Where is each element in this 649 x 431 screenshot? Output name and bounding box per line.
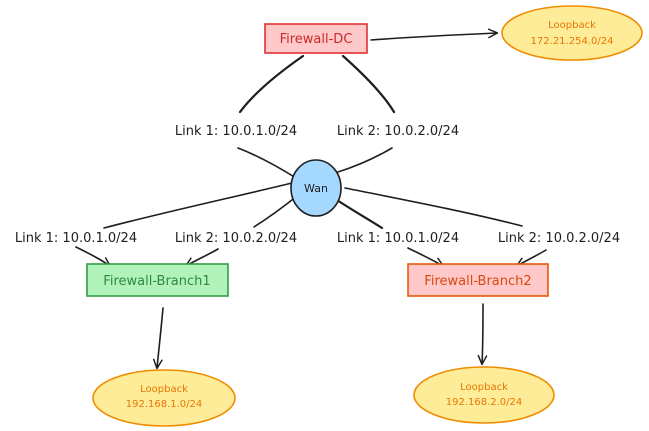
loopback-dc[interactable]: Loopback 172.21.254.0/24: [501, 5, 643, 61]
edge-dc-link2-upper: [341, 54, 396, 114]
edge-wan-b2-link2: [344, 187, 523, 227]
label-b2-link1: Link 1: 10.0.1.0/24: [337, 231, 459, 246]
edge-wan-b1-link2: [253, 195, 298, 228]
edge-wan-b1-link1-arrow: [75, 246, 112, 267]
node-wan-circle: [290, 159, 342, 217]
edge-dc-loopback-arrow: [370, 28, 499, 41]
label-b1-link1: Link 1: 10.0.1.0/24: [15, 231, 137, 246]
label-dc-link2: Link 2: 10.0.2.0/24: [337, 124, 459, 139]
label-b2-link2: Link 2: 10.0.2.0/24: [498, 231, 620, 246]
node-firewall-branch1-box: [86, 263, 229, 297]
node-firewall-branch1-label: Firewall-Branch1: [103, 274, 210, 289]
edge-dc-link1-lower: [237, 147, 297, 179]
node-firewall-branch2-label: Firewall-Branch2: [424, 274, 531, 289]
loopback-branch2[interactable]: Loopback 192.168.2.0/24: [413, 366, 555, 424]
edge-b1-loopback-arrow: [152, 307, 164, 370]
loopback-branch1[interactable]: Loopback 192.168.1.0/24: [92, 369, 236, 427]
edge-dc-link2-lower: [337, 147, 393, 173]
node-firewall-branch1[interactable]: Firewall-Branch1: [86, 263, 229, 297]
node-firewall-dc[interactable]: Firewall-DC: [264, 23, 368, 54]
loopback-dc-subnet: 172.21.254.0/24: [531, 36, 614, 47]
loopback-branch2-title: Loopback: [460, 382, 508, 393]
edge-b2-loopback-arrow: [477, 303, 488, 366]
loopback-dc-title: Loopback: [548, 20, 596, 31]
edge-wan-b1-link1: [103, 182, 293, 229]
node-firewall-branch2-box: [407, 263, 549, 297]
label-b1-link2: Link 2: 10.0.2.0/24: [175, 231, 297, 246]
edge-wan-b2-link1: [335, 198, 384, 230]
loopback-branch1-ellipse: [92, 369, 236, 427]
node-wan-label: Wan: [304, 182, 328, 195]
loopback-branch2-ellipse: [413, 366, 555, 424]
node-wan[interactable]: Wan: [290, 159, 342, 217]
node-firewall-dc-box: [264, 23, 368, 54]
loopback-branch2-subnet: 192.168.2.0/24: [446, 397, 523, 408]
loopback-branch1-subnet: 192.168.1.0/24: [126, 399, 203, 410]
node-firewall-dc-label: Firewall-DC: [280, 32, 353, 47]
loopback-dc-ellipse: [501, 5, 643, 61]
loopback-branch1-title: Loopback: [140, 384, 188, 395]
label-dc-link1: Link 1: 10.0.1.0/24: [175, 124, 297, 139]
edge-dc-link1-upper: [238, 54, 305, 114]
node-firewall-branch2[interactable]: Firewall-Branch2: [407, 263, 549, 297]
